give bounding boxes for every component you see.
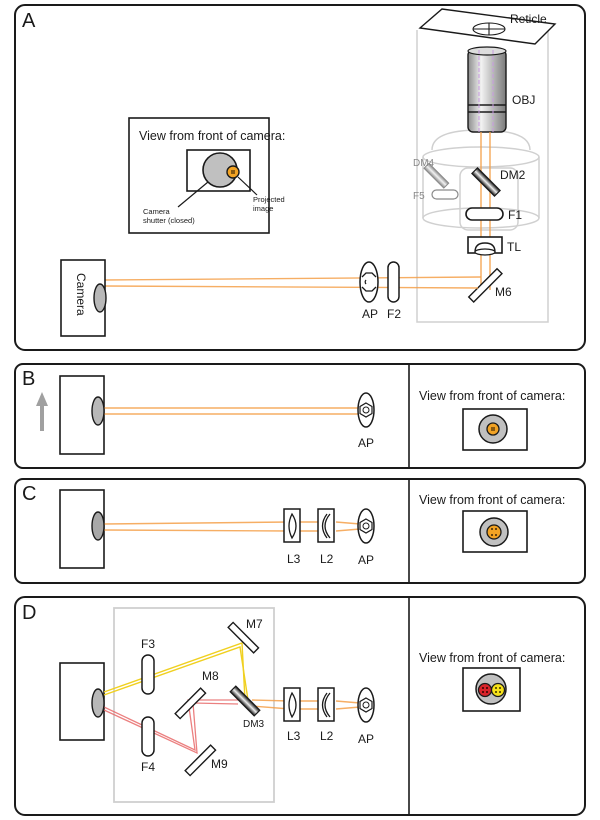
beam-b — [104, 407, 360, 415]
mirror-m9: M9 — [184, 744, 228, 777]
beam-c — [103, 521, 361, 532]
dichroic-dm3: DM3 — [229, 685, 265, 730]
view-b — [462, 408, 528, 451]
tl-label: TL — [507, 240, 521, 254]
reticle-label: Reticle — [510, 12, 547, 26]
image-label-1: Projected — [253, 195, 285, 204]
ap-label: AP — [362, 307, 378, 321]
shutter-label-1: Camera — [143, 207, 171, 216]
camera-c-shutter — [91, 511, 105, 541]
camera-d-shutter — [91, 688, 105, 718]
f4-label: F4 — [141, 760, 155, 774]
view-d — [462, 667, 521, 712]
view-title-b: View from front of camera: — [419, 389, 565, 403]
tube-lens: TL — [467, 236, 521, 256]
l2-d-label: L2 — [320, 729, 334, 743]
m9-label: M9 — [211, 757, 228, 771]
camera-b-shutter — [91, 396, 105, 426]
up-arrow-icon — [36, 392, 48, 431]
ap-c-label: AP — [358, 553, 374, 567]
panel-a-letter: A — [22, 10, 36, 32]
panel-b-letter: B — [22, 368, 35, 390]
panel-c: C L3 L2 AP View from front of — [14, 478, 586, 584]
view-c — [462, 510, 528, 553]
panel-a-inset: View from front of camera: Camera shutte… — [128, 117, 285, 234]
mirror-m6: M6 — [467, 267, 512, 303]
beam-horizontal — [103, 276, 482, 289]
image-label-2: image — [253, 204, 273, 213]
ap-d-label: AP — [358, 732, 374, 746]
aperture-icon — [359, 697, 373, 713]
objective-label: OBJ — [512, 93, 535, 107]
f1-label: F1 — [508, 208, 522, 222]
aperture-icon — [359, 518, 373, 534]
dm4-label: DM4 — [413, 158, 435, 169]
dm3-label: DM3 — [243, 719, 265, 730]
camera-shutter — [93, 283, 107, 313]
aperture-ap: AP — [359, 261, 379, 321]
aperture-ap-d: AP — [357, 687, 375, 746]
l2-c-label: L2 — [320, 552, 334, 566]
m6-label: M6 — [495, 285, 512, 299]
dichroic-dm2: DM2 — [471, 167, 526, 197]
l3-d-label: L3 — [287, 729, 301, 743]
lens-l3-c: L3 — [283, 508, 301, 566]
filter-f3: F3 — [141, 637, 155, 695]
panel-b-frame — [14, 363, 586, 469]
f5-label: F5 — [413, 191, 425, 202]
filter-f4: F4 — [141, 716, 155, 774]
aperture-ap-b: AP — [357, 392, 375, 450]
objective-lens: OBJ — [467, 46, 535, 133]
l3-c-label: L3 — [287, 552, 301, 566]
view-title-c: View from front of camera: — [419, 493, 565, 507]
panel-d-letter: D — [22, 602, 36, 624]
panel-a-frame — [14, 4, 586, 351]
shutter-label-2: shutter (closed) — [143, 216, 195, 225]
mirror-m7: M7 — [227, 617, 263, 654]
m7-label: M7 — [246, 617, 263, 631]
dichroic-dm4: DM4 — [413, 158, 450, 189]
reticle-crosshair-icon — [472, 22, 506, 36]
inset-title: View from front of camera: — [139, 129, 285, 143]
m8-label: M8 — [202, 669, 219, 683]
red-channel-image-icon — [477, 682, 493, 698]
f2-label: F2 — [387, 307, 401, 321]
panel-d: D F3 F4 — [14, 596, 586, 816]
projected-image-icon — [486, 524, 502, 540]
aperture-ap-c: AP — [357, 508, 375, 567]
aperture-icon — [361, 272, 377, 292]
aperture-icon — [359, 402, 373, 418]
splitter-housing — [113, 607, 275, 803]
dm2-label: DM2 — [500, 168, 526, 182]
ap-b-label: AP — [358, 436, 374, 450]
filter-f2: F2 — [387, 261, 401, 321]
panel-c-letter: C — [22, 483, 36, 505]
lens-l2-d: L2 — [317, 687, 335, 743]
camera: Camera — [60, 259, 107, 337]
lens-l2-c: L2 — [317, 508, 335, 566]
view-title-d: View from front of camera: — [419, 651, 565, 665]
mirror-m8: M8 — [174, 669, 219, 720]
panel-a: A Reticle — [14, 4, 586, 351]
filter-f5: F5 — [413, 189, 459, 202]
f3-label: F3 — [141, 637, 155, 651]
reticle: Reticle — [418, 8, 557, 45]
panel-b: B AP View from front of camera: — [14, 363, 586, 469]
yellow-channel-image-icon — [490, 682, 506, 698]
lens-l3-d: L3 — [283, 687, 301, 743]
filter-f1: F1 — [465, 207, 522, 222]
camera-label: Camera — [74, 273, 88, 316]
